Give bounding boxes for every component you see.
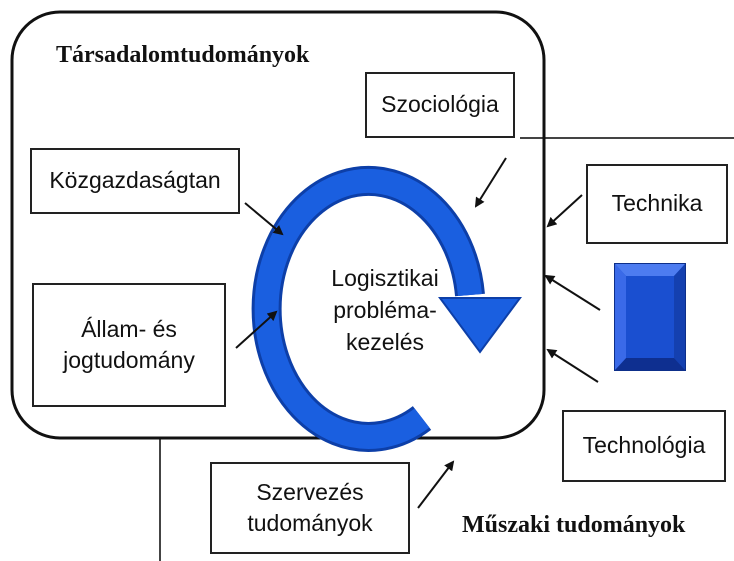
arrow-block-to-center-upper [544,274,601,311]
blue-block-icon [614,263,686,371]
organization-label-line2: tudományok [247,510,373,536]
center-label-line2: probléma- [333,297,437,324]
sociology-box: Szociológia [365,72,515,138]
arrow-block-to-center-lower [546,348,599,383]
arrow-technika-to-center [546,194,583,228]
engineering-sciences-title: Műszaki tudományok [462,512,686,538]
arrow-state-law-to-center [235,310,278,349]
center-label: Logisztikai probléma- kezelés [300,262,470,359]
technika-box: Technika [586,164,728,244]
economics-label: Közgazdaságtan [49,167,221,194]
arrow-organization-to-center [417,460,455,509]
technology-box: Technológia [562,410,726,482]
arrow-economics-to-center [244,202,284,236]
center-label-line1: Logisztikai [331,265,439,291]
state-law-box: Állam- és jogtudomány [32,283,226,407]
social-sciences-region [10,10,546,440]
state-law-label-line1: Állam- és [81,315,177,342]
economics-box: Közgazdaságtan [30,148,240,214]
cycle-arrow-icon [251,165,522,452]
sociology-label: Szociológia [381,91,499,118]
center-label-line3: kezelés [346,329,424,356]
state-law-label-line2: jogtudomány [63,347,195,373]
technika-label: Technika [611,190,703,217]
technology-label: Technológia [582,432,706,459]
organization-label-line1: Szervezés [256,478,364,505]
organization-box: Szervezés tudományok [210,462,410,554]
arrow-sociology-to-center [474,157,507,208]
social-sciences-title: Társadalomtudományok [56,42,310,68]
